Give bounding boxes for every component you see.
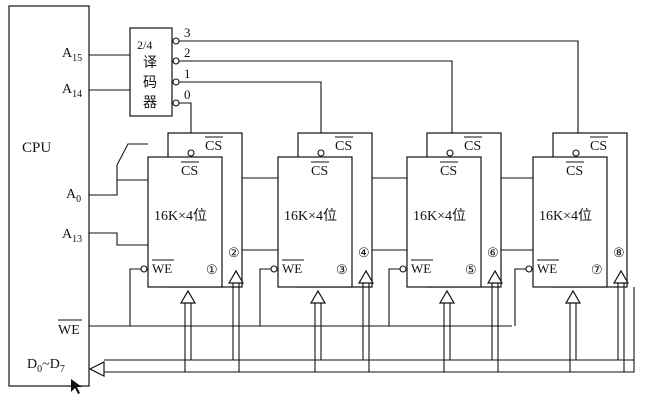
chip-4-size-label: 16K×4位 [539,208,592,224]
decoder-char-3: 器 [143,96,157,111]
decoder-out-2-label: 2 [184,45,191,60]
chip-3-right-number: ⑥ [487,245,499,260]
chip-2-cs-bubble [317,149,325,157]
decoder-type: 2/4 [137,38,152,52]
chip-2-back-data-arrow [357,269,375,284]
chip-4-cs-bubble [572,149,580,157]
chip-1-size-label: 16K×4位 [154,208,207,224]
chip-3-back-data-arrow [486,269,504,284]
chip-1-cs-bubble [187,149,195,157]
chip-1-we-wire [129,268,141,326]
chip-1-data-arrow-up [179,289,197,304]
chip-3-we-label: WE [411,261,431,276]
decoder-out-0-bubble [172,99,180,107]
a13-to-chip1-wire [89,232,148,246]
chip-3: CS CS 16K×4位 WE ⑤⑥ [388,132,504,372]
decoder-out-1-bubble [172,78,180,86]
chip-2-cs-label: CS [311,164,328,179]
pin-a13-label: A13 [62,227,82,245]
chip-3-data-arrow-up [438,289,456,304]
chip-1: CS CS 16K×4位 WE ①② [129,132,245,372]
chip-1-left-number: ① [206,262,218,277]
chip-4-back-cs-label: CS [590,139,607,154]
decoder-out-3-bubble [172,37,180,45]
chip-2-right-number: ④ [358,245,370,260]
chip-3-we-wire [388,268,400,326]
chip-3-size-label: 16K×4位 [413,208,466,224]
mouse-cursor-icon [71,379,82,394]
decoder-out-0-label: 0 [184,87,191,102]
chip-2-data-arrow-up [309,289,327,304]
cpu-label: CPU [22,140,51,156]
cpu-block [8,5,90,387]
a0-to-chip1-lowbank-wire [116,143,148,180]
chip-3-back-cs-label: CS [464,139,481,154]
chip-4-back-data-arrow [612,269,630,284]
chip-4-left-number: ⑦ [591,262,603,277]
chip-4-right-number: ⑧ [613,245,625,260]
chip-3-cs-label: CS [440,164,457,179]
chip-4-we-label: WE [537,261,557,276]
chip-2-size-label: 16K×4位 [284,208,337,224]
chip-2-we-label: WE [282,261,302,276]
chip-2-left-number: ③ [336,262,348,277]
pin-a14-label: A14 [62,82,82,100]
decoder-out-1-label: 1 [184,66,191,81]
chip-3-we-bubble [399,265,407,273]
chip-3-left-number: ⑤ [465,262,477,277]
pin-a15-label: A15 [62,46,82,64]
chip-1-we-bubble [140,265,148,273]
decoder-out-3-wire [179,40,579,150]
chip-1-right-number: ② [228,245,240,260]
a0-to-chip1-wire [89,179,148,196]
pin-data-label: D0~D7 [27,357,65,375]
decoder-out-1-wire [179,81,322,150]
decoder-out-2-wire [179,60,453,150]
chip-2-we-wire [259,268,271,326]
decoder-block [129,27,173,117]
chip-3-cs-bubble [446,149,454,157]
chip-4-we-wire [514,268,526,326]
chip-4-data-arrow-up [564,289,582,304]
pin-a0-label: A0 [66,187,81,205]
data-bus-line [104,287,635,373]
chip-2-we-bubble [270,265,278,273]
chip-1-back-data-arrow [227,269,245,284]
decoder-out-3-label: 3 [184,25,191,40]
data-bus-arrow [88,361,105,377]
chip-3-front-outline [406,156,482,288]
chip-1-front-outline [147,156,223,288]
chip-4: CS CS 16K×4位 WE ⑦⑧ [514,132,630,372]
decoder-char-1: 译 [143,55,157,71]
chip-2: CS CS 16K×4位 WE ③④ [259,132,375,372]
pin-we-label: WE [58,323,80,338]
chip-4-we-bubble [525,265,533,273]
chip-4-cs-label: CS [566,164,583,179]
decoder-char-2: 码 [143,75,157,91]
decoder-out-2-bubble [172,57,180,65]
chip-2-front-outline [277,156,353,288]
chip-1-back-cs-label: CS [205,139,222,154]
chip-1-cs-label: CS [181,164,198,179]
chips-group: CS CS 16K×4位 WE ①② CS CS 16K×4位 WE ③④ CS CS 16K×4位 WE… [129,132,630,372]
chip-4-front-outline [532,156,608,288]
chip-1-we-label: WE [152,261,172,276]
chip-2-back-cs-label: CS [335,139,352,154]
